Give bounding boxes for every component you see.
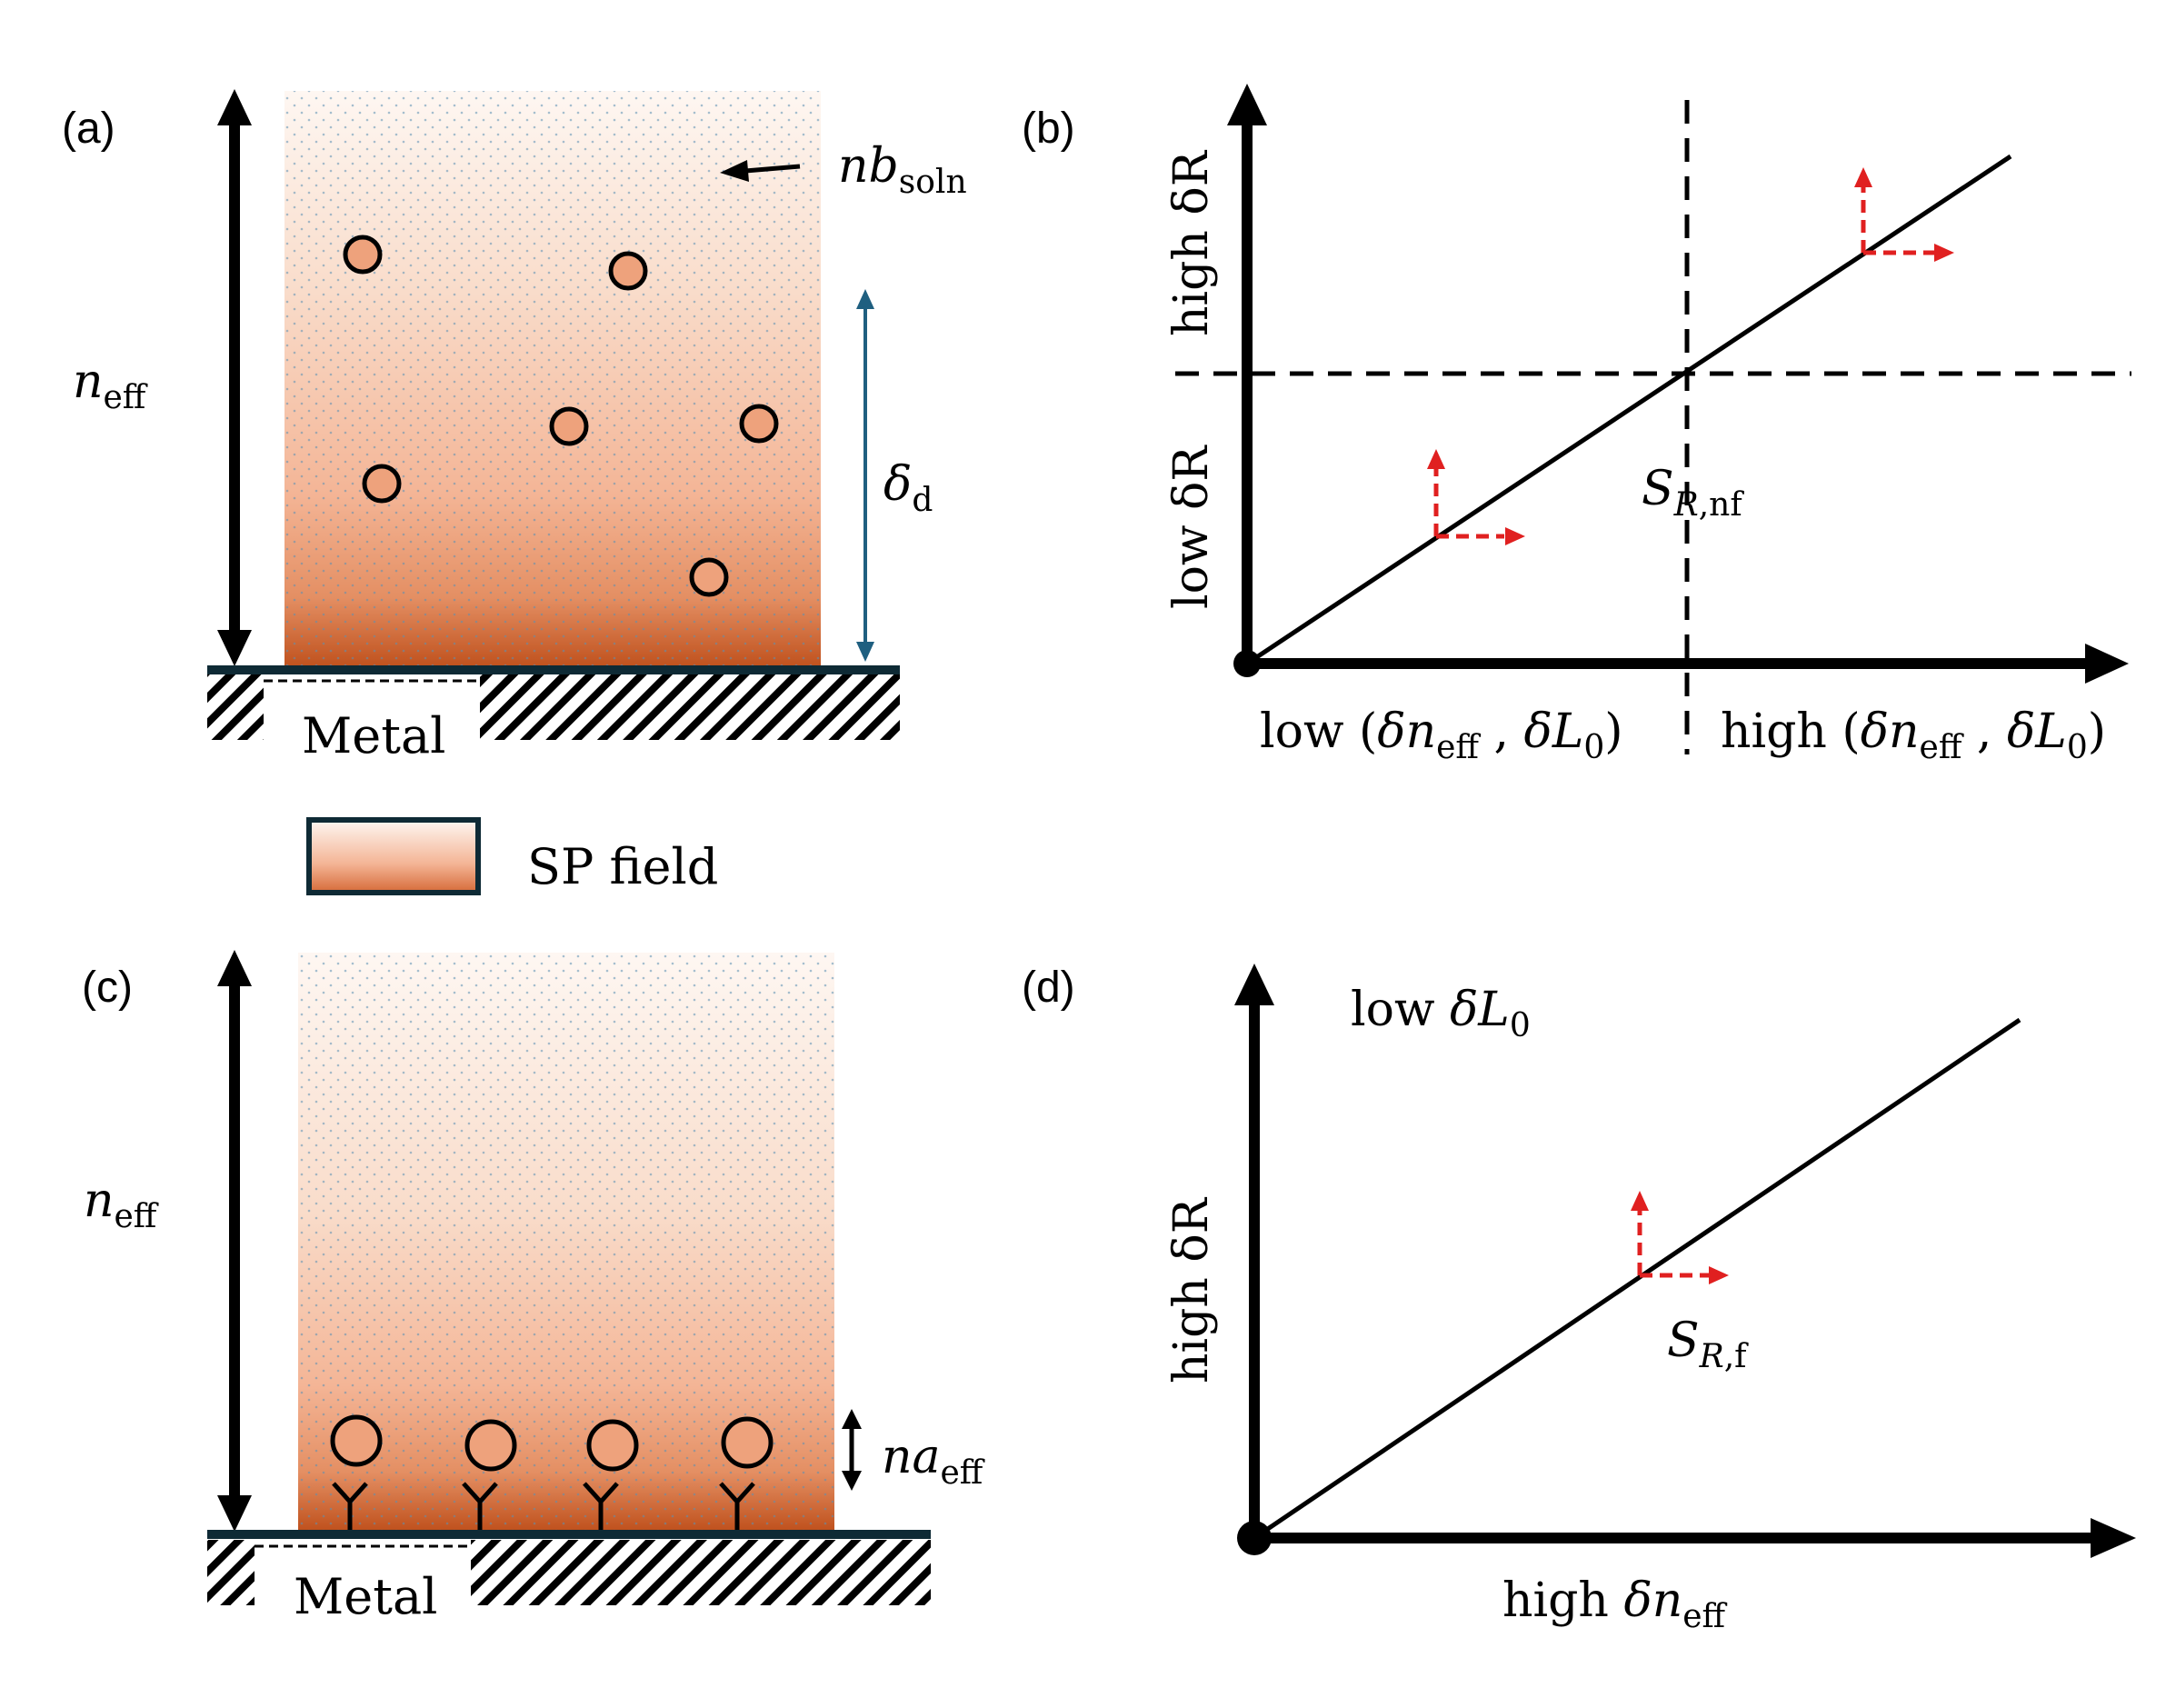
receptor bbox=[583, 1482, 619, 1530]
metal-hatch-right-c bbox=[471, 1540, 931, 1605]
x-label-low-b: low (δneff , δL0) bbox=[1260, 704, 1623, 766]
s-r-nf-label: SR,nf bbox=[1642, 462, 1744, 524]
na-eff-arrow bbox=[842, 1409, 862, 1491]
panel-a: (a) neff nbsoln δd bbox=[62, 89, 967, 764]
metal-hatch-right-a bbox=[480, 674, 900, 740]
n-eff-label-c: neff bbox=[84, 1174, 159, 1235]
y-label-low-b: low δR bbox=[1164, 444, 1219, 609]
y-axis-arrowhead-b bbox=[1227, 84, 1267, 125]
particle bbox=[721, 1416, 774, 1469]
panel-a-label: (a) bbox=[62, 105, 115, 153]
metal-hatch-left-a bbox=[207, 674, 264, 740]
panel-c: (c) neff naeff bbox=[82, 950, 985, 1625]
metal-label-c: Metal bbox=[294, 1568, 437, 1625]
trend-line-d bbox=[1253, 1017, 2021, 1541]
y-axis-arrowhead-d bbox=[1234, 964, 1274, 1005]
legend-label: SP field bbox=[527, 838, 718, 895]
receptor bbox=[332, 1482, 368, 1530]
nb-soln-label: nbsoln bbox=[838, 139, 967, 201]
trend-line-b bbox=[1245, 154, 2012, 666]
receptor bbox=[462, 1482, 498, 1530]
particles-c bbox=[330, 1414, 774, 1472]
receptor bbox=[719, 1482, 755, 1530]
particle bbox=[689, 557, 729, 597]
red-arrowhead bbox=[1631, 1191, 1649, 1211]
n-eff-label-a: neff bbox=[73, 355, 148, 416]
top-label-d: low δL0 bbox=[1351, 983, 1531, 1044]
delta-d-label: δd bbox=[883, 457, 933, 519]
metal-hatch-left-c bbox=[207, 1540, 255, 1605]
legend: SP field bbox=[306, 817, 718, 895]
metal-label-a: Metal bbox=[302, 707, 445, 764]
panel-c-label: (c) bbox=[82, 964, 133, 1012]
y-label-d: high δR bbox=[1164, 1196, 1219, 1383]
red-arrowhead bbox=[1934, 244, 1954, 262]
panel-b: (b) high δR low δR SR,nf bbox=[1022, 84, 2131, 766]
na-eff-label: naeff bbox=[882, 1430, 985, 1492]
particle bbox=[608, 251, 648, 291]
red-arrows-d bbox=[1637, 1209, 1709, 1278]
red-arrowhead bbox=[1427, 449, 1445, 469]
n-eff-arrow-a bbox=[217, 89, 252, 666]
legend-swatch bbox=[306, 817, 481, 895]
s-r-f-label: SR,f bbox=[1667, 1313, 1749, 1375]
n-eff-arrow-c bbox=[217, 950, 252, 1532]
solution-dots-a bbox=[284, 91, 821, 666]
x-label-high-b: high (δneff , δL0) bbox=[1721, 704, 2106, 766]
x-axis-arrowhead-d bbox=[2091, 1518, 2136, 1558]
particle bbox=[739, 404, 779, 444]
particle bbox=[362, 464, 402, 504]
bound-receptors bbox=[332, 1482, 755, 1530]
decay-length-arrow bbox=[856, 289, 874, 662]
red-arrowhead bbox=[1505, 527, 1525, 545]
red-arrows-high-b bbox=[1861, 185, 1934, 255]
particle bbox=[343, 235, 383, 275]
particle bbox=[586, 1419, 639, 1472]
nb-soln-arrow bbox=[720, 160, 801, 182]
particle bbox=[549, 406, 589, 446]
particle bbox=[464, 1419, 517, 1472]
y-label-high-b: high δR bbox=[1164, 149, 1219, 336]
particles-a bbox=[343, 235, 779, 597]
x-axis-arrowhead-b bbox=[2085, 644, 2129, 684]
panel-b-label: (b) bbox=[1022, 105, 1075, 153]
red-arrowhead bbox=[1854, 167, 1872, 187]
red-arrowhead bbox=[1709, 1266, 1729, 1284]
particle bbox=[330, 1414, 383, 1467]
x-label-d: high δneff bbox=[1502, 1573, 1728, 1635]
panel-d: (d) low δL0 high δR SR,f high δneff bbox=[1022, 964, 2136, 1635]
red-arrows-low-b bbox=[1433, 465, 1504, 539]
panel-d-label: (d) bbox=[1022, 964, 1075, 1012]
